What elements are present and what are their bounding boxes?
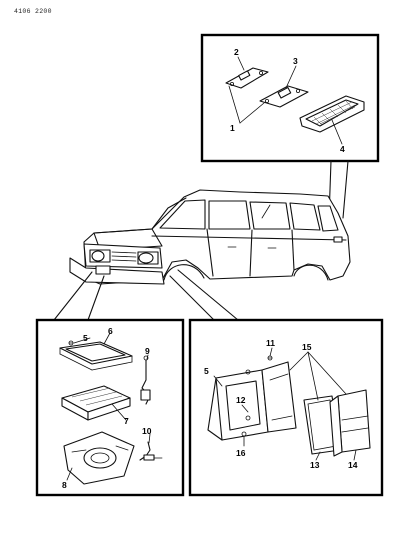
callout-15: 15 <box>302 342 312 352</box>
callout-5-left: 5 <box>83 333 88 343</box>
side-marker-detail-box: 2 3 1 4 <box>200 33 380 219</box>
part-sealed-beam <box>61 385 131 421</box>
part-bracket <box>225 67 269 89</box>
part-lamp-housing <box>259 85 309 108</box>
callout-6: 6 <box>108 326 113 336</box>
callout-13: 13 <box>310 460 320 470</box>
vehicle-outline <box>53 189 351 321</box>
callout-5-right: 5 <box>204 366 209 376</box>
callout-8: 8 <box>62 480 67 490</box>
part-wire-connector <box>139 441 163 461</box>
callout-3: 3 <box>293 56 298 66</box>
callout-11: 11 <box>266 338 275 348</box>
part-headlamp-bezel <box>59 341 133 371</box>
callout-7: 7 <box>124 416 129 426</box>
part-adjuster <box>140 355 151 405</box>
lamp-detail-box: 5 11 15 12 16 13 14 <box>188 318 384 497</box>
part-bezel-frame <box>207 361 297 441</box>
headlamp-detail-box: 5 6 9 7 10 8 <box>35 318 185 497</box>
part-headlamp-housing <box>63 431 135 485</box>
callout-10: 10 <box>142 426 152 436</box>
callout-16: 16 <box>236 448 246 458</box>
callout-1: 1 <box>230 123 235 133</box>
callout-9: 9 <box>145 346 150 356</box>
callout-2: 2 <box>234 47 239 57</box>
part-marker-lens <box>299 95 365 133</box>
part-park-lamp <box>329 389 371 457</box>
callout-12: 12 <box>236 395 246 405</box>
callout-4: 4 <box>340 144 345 154</box>
page-code: 4106 2200 <box>14 8 52 15</box>
callout-14: 14 <box>348 460 358 470</box>
